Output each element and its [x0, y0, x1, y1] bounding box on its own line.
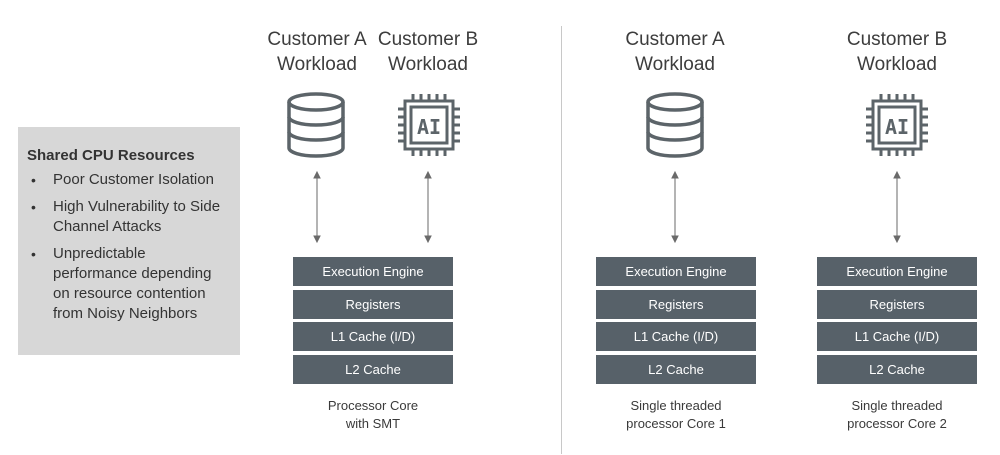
l1-cache-layer: L1 Cache (I/D) [817, 322, 977, 351]
registers-layer: Registers [596, 289, 756, 319]
bidirectional-arrow-icon [313, 170, 321, 244]
bidirectional-arrow-icon [893, 170, 901, 244]
smt-core-stack: Execution Engine Registers L1 Cache (I/D… [293, 257, 453, 387]
single-core-2-caption: Single threaded processor Core 2 [847, 398, 947, 431]
panel-heading: Shared CPU Resources [27, 147, 195, 164]
ai-chip-icon: AI [398, 94, 460, 156]
registers-layer: Registers [817, 289, 977, 319]
l2-cache-layer: L2 Cache [596, 354, 756, 384]
chip-label: AI [417, 115, 441, 139]
panel-bullet: •High Vulnerability to Side Channel Atta… [31, 198, 221, 235]
smt-core-caption: Processor Core with SMT [327, 398, 419, 431]
l2-cache-layer: L2 Cache [817, 354, 977, 384]
database-icon [287, 92, 345, 158]
single-core-1-caption: Single threaded processor Core 1 [626, 398, 726, 431]
section-divider [561, 26, 562, 454]
execution-engine-layer: Execution Engine [817, 257, 977, 286]
panel-bullet: •Unpredictable performance depending on … [31, 245, 212, 322]
panel-bullet: •Poor Customer Isolation [31, 171, 214, 188]
bidirectional-arrow-icon [671, 170, 679, 244]
l2-cache-layer: L2 Cache [293, 354, 453, 384]
l1-cache-layer: L1 Cache (I/D) [596, 322, 756, 351]
chip-label: AI [885, 115, 909, 139]
execution-engine-layer: Execution Engine [596, 257, 756, 286]
single-core-1-stack: Execution Engine Registers L1 Cache (I/D… [596, 257, 756, 387]
customer-b-workload-title: Customer B Workload [377, 29, 479, 75]
panel-bullet-list: •Poor Customer Isolation •High Vulnerabi… [27, 170, 232, 324]
execution-engine-layer: Execution Engine [293, 257, 453, 286]
shared-cpu-resources-panel: Shared CPU Resources •Poor Customer Isol… [18, 127, 240, 355]
registers-layer: Registers [293, 289, 453, 319]
l1-cache-layer: L1 Cache (I/D) [293, 322, 453, 351]
customer-a-workload-title: Customer A Workload [625, 29, 725, 75]
customer-b-workload-title: Customer B Workload [846, 29, 948, 75]
customer-a-workload-title: Customer A Workload [267, 29, 367, 75]
single-core-2-stack: Execution Engine Registers L1 Cache (I/D… [817, 257, 977, 387]
bidirectional-arrow-icon [424, 170, 432, 244]
ai-chip-icon: AI [866, 94, 928, 156]
database-icon [646, 92, 704, 158]
